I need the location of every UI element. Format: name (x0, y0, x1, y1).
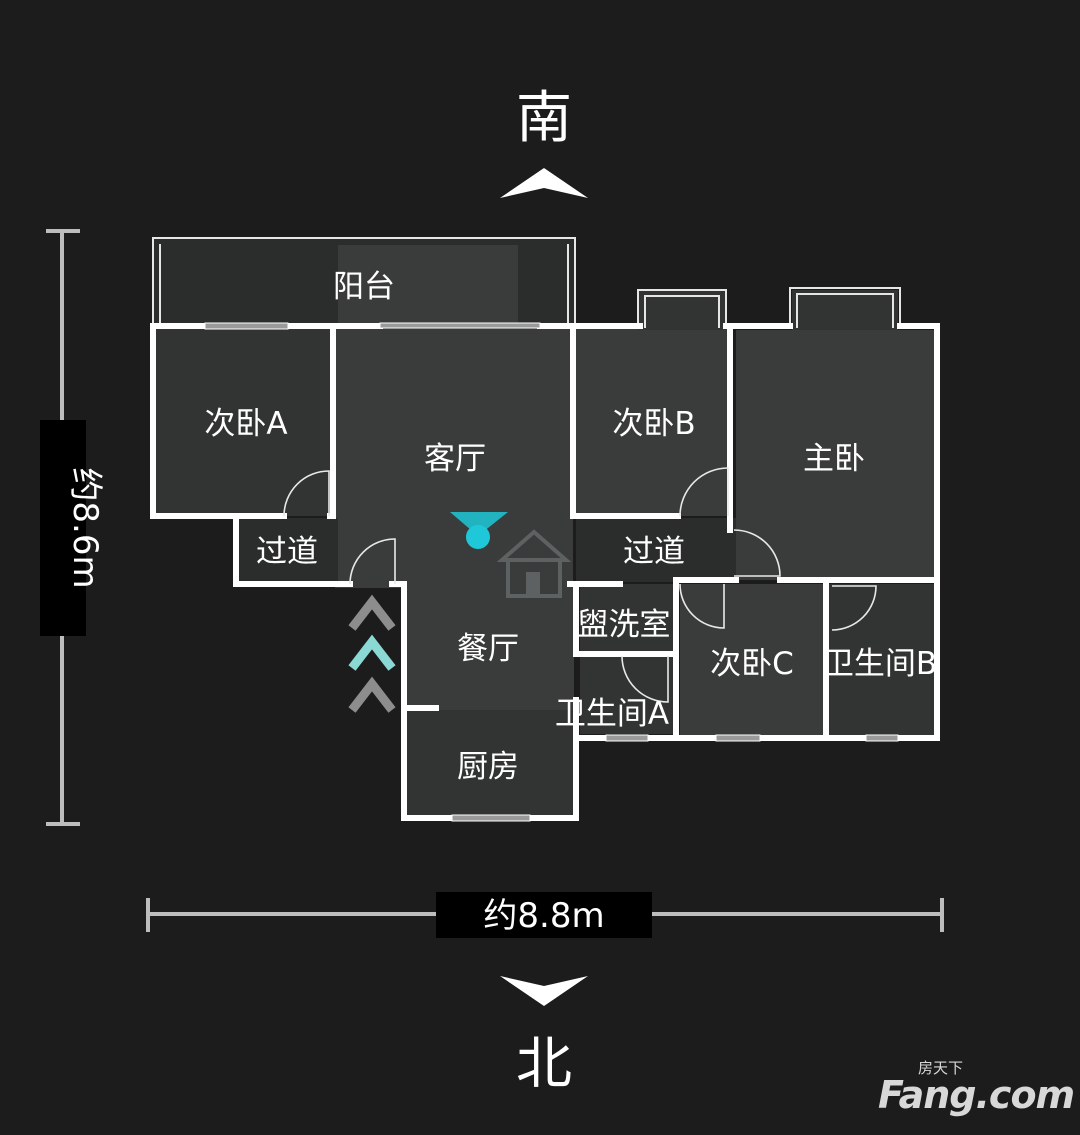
compass-north-label: 北 (516, 1032, 572, 1097)
height-dimension-label: 约8.6m (65, 467, 105, 588)
compass-south-label: 南 (516, 86, 572, 151)
room-floors (153, 238, 936, 818)
room-labels: 阳台 次卧A 客厅 次卧B 主卧 过道 过道 盥洗室 餐厅 次卧C 卫生间B 卫… (204, 269, 937, 785)
chevron-up-icon (500, 168, 588, 198)
fang-logo-sub: 房天下 (918, 1059, 964, 1077)
room-bedroom-b: 次卧B (612, 406, 695, 442)
location-dot-icon (450, 512, 508, 549)
room-corridor-right: 过道 (623, 534, 685, 570)
room-dining-room: 餐厅 (457, 631, 519, 667)
walls (150, 237, 940, 821)
room-master-bedroom: 主卧 (803, 441, 865, 477)
room-bathroom-b: 卫生间B (823, 646, 937, 682)
fang-logo-main: Fang.com (878, 1073, 1075, 1117)
room-living-room: 客厅 (424, 441, 486, 477)
double-chevron-up-icon (348, 594, 396, 713)
width-dimension: 约8.8m (146, 892, 944, 938)
room-washroom: 盥洗室 (578, 607, 671, 643)
room-balcony: 阳台 (333, 269, 395, 305)
height-dimension: 约8.6m (40, 229, 105, 826)
room-bedroom-a: 次卧A (204, 406, 287, 442)
room-bathroom-a: 卫生间A (555, 696, 669, 732)
windows (204, 322, 899, 822)
building-watermark-icon (496, 529, 572, 598)
fang-logo: 房天下 Fang.com (878, 1057, 1075, 1117)
doors (283, 467, 877, 703)
room-bedroom-c: 次卧C (710, 646, 794, 682)
width-dimension-label: 约8.8m (483, 896, 604, 936)
room-corridor-left: 过道 (256, 534, 318, 570)
room-kitchen: 厨房 (457, 749, 519, 785)
chevron-down-icon (500, 976, 588, 1006)
